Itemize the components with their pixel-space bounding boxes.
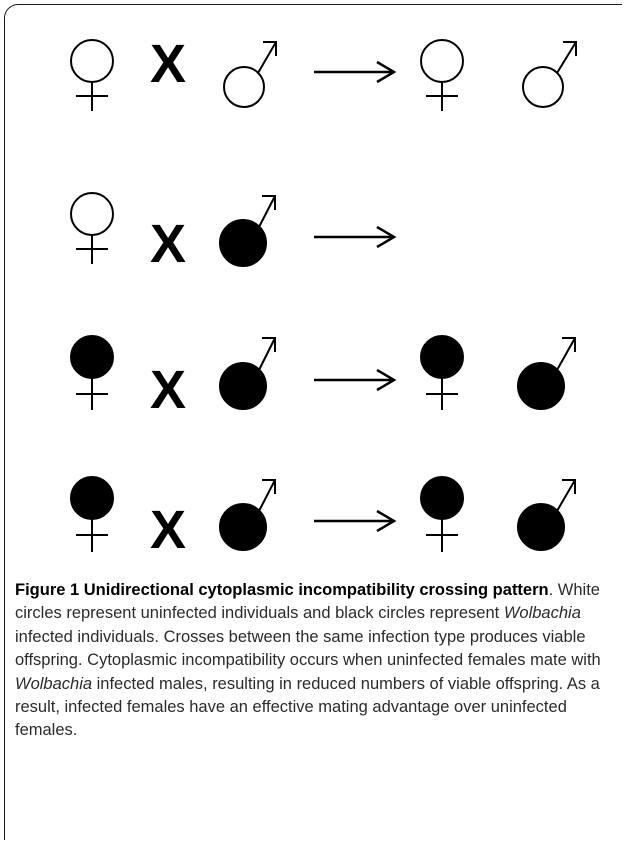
cross-symbol: X <box>150 360 186 420</box>
offspring-female-infected-symbol <box>420 335 464 410</box>
cross-symbol: X <box>150 34 186 94</box>
offspring-male-infected-symbol <box>517 337 576 410</box>
cross-row-3: X <box>70 335 576 420</box>
figure-frame <box>4 4 622 840</box>
figure-caption: Figure 1 Unidirectional cytoplasmic inco… <box>15 579 615 743</box>
caption-italic-term: Wolbachia <box>503 604 581 623</box>
arrow <box>314 60 397 84</box>
offspring-female-infected-symbol <box>420 476 464 552</box>
offspring-female-uninfected-symbol <box>420 39 464 111</box>
female-uninfected-symbol <box>70 192 114 264</box>
offspring-male-infected-symbol <box>517 479 576 551</box>
caption-text: infected individuals. Crosses between th… <box>15 627 601 670</box>
male-infected-symbol <box>219 195 276 267</box>
cross-row-4: X <box>70 476 576 560</box>
cross-row-2: X <box>70 192 397 274</box>
male-uninfected-symbol <box>223 41 277 108</box>
male-infected-symbol <box>219 479 276 551</box>
female-uninfected-symbol <box>70 39 114 111</box>
cross-symbol: X <box>150 500 186 560</box>
figure-title: Figure 1 Unidirectional cytoplasmic inco… <box>15 581 549 599</box>
arrow <box>314 509 397 533</box>
caption-text: infected males, resulting in reduced num… <box>15 674 600 740</box>
caption-text: . White circles represent uninfected ind… <box>15 581 600 623</box>
arrow <box>314 225 397 249</box>
male-infected-symbol <box>219 337 276 410</box>
female-infected-symbol <box>70 335 114 410</box>
crossing-diagram: X X <box>70 34 577 560</box>
offspring-male-uninfected-symbol <box>522 41 577 108</box>
cross-row-1: X <box>70 34 577 111</box>
female-infected-symbol <box>70 476 114 552</box>
arrow <box>314 368 397 392</box>
cross-symbol: X <box>150 214 186 274</box>
caption-italic-term: Wolbachia <box>15 674 93 693</box>
